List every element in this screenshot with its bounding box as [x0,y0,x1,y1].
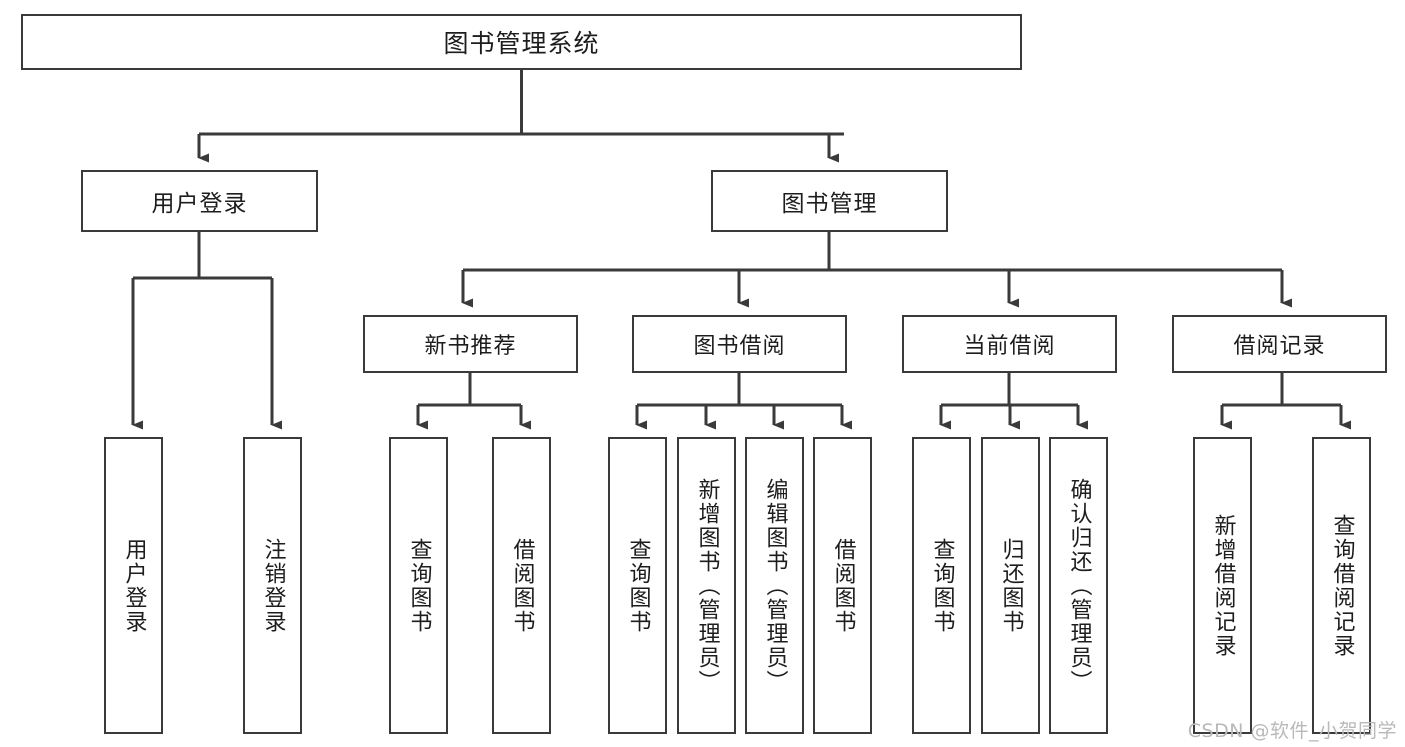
node-root-book-management-system[interactable]: 图书管理系统 [21,14,1022,70]
leaf-user-login-login[interactable]: 用户登录 [104,437,163,734]
leaf-user-login-logout[interactable]: 注销登录 [243,437,302,734]
leaf-book-borrow-borrow-book[interactable]: 借阅图书 [813,437,872,734]
node-label: 归还图书 [998,537,1024,634]
node-label: 借阅图书 [509,537,535,634]
node-label: 新增借阅记录 [1210,513,1236,658]
leaf-book-borrow-query-book[interactable]: 查询图书 [608,437,667,734]
leaf-borrow-record-query-record[interactable]: 查询借阅记录 [1312,437,1371,734]
node-label: 用户登录 [121,537,147,634]
node-label: 查询图书 [406,537,432,634]
node-label: 查询图书 [929,537,955,634]
node-new-book-recommend[interactable]: 新书推荐 [363,315,578,373]
node-current-borrow[interactable]: 当前借阅 [902,315,1117,373]
node-label: 新书推荐 [424,334,517,359]
leaf-current-borrow-confirm-return-admin[interactable]: 确认归还（管理员） [1049,437,1108,734]
leaf-book-borrow-edit-book-admin[interactable]: 编辑图书（管理员） [745,437,804,734]
node-book-borrow[interactable]: 图书借阅 [632,315,847,373]
node-label: 借阅图书 [830,537,856,634]
node-label: 借阅记录 [1233,334,1326,359]
node-label: 图书借阅 [693,334,786,359]
node-label: 新增图书（管理员） [694,477,720,694]
leaf-borrow-record-add-record[interactable]: 新增借阅记录 [1193,437,1252,734]
node-label: 查询借阅记录 [1329,513,1355,658]
leaf-new-book-query-book[interactable]: 查询图书 [389,437,448,734]
node-label: 图书管理 [781,191,878,217]
node-label: 图书管理系统 [443,29,600,58]
node-book-management[interactable]: 图书管理 [711,170,948,232]
leaf-current-borrow-query-book[interactable]: 查询图书 [912,437,971,734]
node-label: 当前借阅 [963,334,1056,359]
node-label: 确认归还（管理员） [1066,477,1092,694]
node-label: 注销登录 [260,537,286,634]
node-user-login[interactable]: 用户登录 [81,170,318,232]
csdn-watermark: CSDN @软件_小贺同学 [1187,720,1397,742]
leaf-book-borrow-add-book-admin[interactable]: 新增图书（管理员） [677,437,736,734]
node-label: 编辑图书（管理员） [762,477,788,694]
leaf-new-book-borrow-book[interactable]: 借阅图书 [492,437,551,734]
node-label: 查询图书 [625,537,651,634]
node-borrow-record[interactable]: 借阅记录 [1172,315,1387,373]
node-label: 用户登录 [151,191,248,217]
leaf-current-borrow-return-book[interactable]: 归还图书 [981,437,1040,734]
